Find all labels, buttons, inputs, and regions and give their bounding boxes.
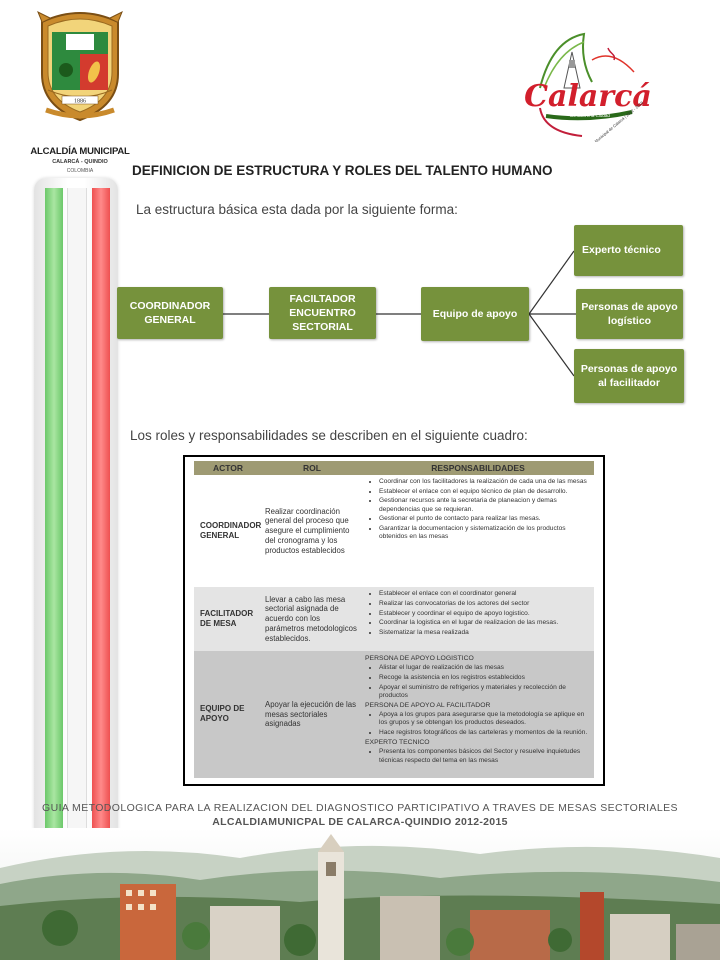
logo-year: 1886 <box>74 99 86 105</box>
calarca-brand-logo: Calarcá De cara a la Ciudad Alcaldía Mun… <box>524 32 652 142</box>
page-title: DEFINICION DE ESTRUCTURA Y ROLES DEL TAL… <box>132 163 553 178</box>
list-item: Realizar las convocatorias de los actore… <box>379 600 591 608</box>
list-item: Establecer el enlace con el equipo técni… <box>379 488 591 496</box>
list-item: Apoya a los grupos para asegurarse que l… <box>379 711 591 727</box>
logo-name: ALCALDÍA MUNICIPAL <box>30 146 130 157</box>
list-item: Gestionar recursos ante la secretaria de… <box>379 497 591 513</box>
flag-stripe-green <box>45 188 63 910</box>
section-heading: PERSONA DE APOYO AL FACILITADOR <box>365 701 491 709</box>
list-item: Establecer y coordinar el equipo de apoy… <box>379 610 591 618</box>
actor-cell: EQUIPO DE APOYO <box>194 650 262 778</box>
roles-table: ACTOR ROL RESPONSABILIDADES COORDINADOR … <box>194 461 594 778</box>
actor-cell: FACILITADOR DE MESA <box>194 587 262 651</box>
list-item: Alistar el lugar de realización de las m… <box>379 664 591 672</box>
list-item: Garantizar la documentacion y sistematiz… <box>379 525 591 541</box>
structure-intro: La estructura básica esta dada por la si… <box>136 202 458 217</box>
section-heading: EXPERTO TECNICO <box>365 738 430 746</box>
org-box-apoyo-logistico: Personas de apoyo logístico <box>576 289 683 339</box>
org-box-experto-tecnico: Experto técnico <box>574 225 683 276</box>
coat-of-arms-icon: 1886 <box>37 10 123 122</box>
footer-guide-title: GUIA METODOLOGICA PARA LA REALIZACION DE… <box>42 802 678 814</box>
flag-stripe-red <box>92 188 110 910</box>
table-row: FACILITADOR DE MESA Llevar a cabo las me… <box>194 587 594 651</box>
alcaldia-logo: 1886 ALCALDÍA MUNICIPAL CALARCÁ - QUINDI… <box>28 8 132 176</box>
list-item: Apoyar el suministro de refrigerios y ma… <box>379 684 591 700</box>
city-panorama-image <box>0 828 720 960</box>
list-item: Gestionar el punto de contacto para real… <box>379 515 591 523</box>
org-box-coordinador: COORDINADOR GENERAL <box>117 287 223 339</box>
responsabilidades-cell: Establecer el enlace con el coordinator … <box>362 587 594 651</box>
rol-cell: Llevar a cabo las mesa sectorial asignad… <box>262 587 362 651</box>
table-header-responsabilidades: RESPONSABILIDADES <box>362 461 594 475</box>
flag-stripe-white <box>67 188 87 910</box>
rol-cell: Realizar coordinación general del proces… <box>262 475 362 588</box>
responsabilidades-cell: Coordinar con los facilitadores la reali… <box>362 475 594 588</box>
rol-cell: Apoyar la ejecución de las mesas sectori… <box>262 650 362 778</box>
org-box-apoyo-facilitador: Personas de apoyo al facilitador <box>574 349 684 403</box>
list-item: Hace registros fotográficos de las carte… <box>379 729 591 737</box>
footer-alcaldia: ALCALDIAMUNICPAL DE CALARCA-QUINDIO 2012… <box>212 816 508 828</box>
list-item: Establecer el enlace con el coordinator … <box>379 590 591 598</box>
roles-intro: Los roles y responsabilidades se describ… <box>130 428 528 443</box>
org-box-facilitador: FACILTADOR ENCUENTRO SECTORIAL <box>269 287 376 339</box>
flag-sidebar <box>34 178 118 920</box>
logo-city: CALARCÁ - QUINDIO <box>52 159 108 165</box>
list-item: Recoge la asistencia en los registros es… <box>379 674 591 682</box>
table-row: COORDINADOR GENERAL Realizar coordinació… <box>194 475 594 588</box>
list-item: Presenta los componentes básicos del Sec… <box>379 748 591 764</box>
list-item: Coordinar con los facilitadores la reali… <box>379 478 591 486</box>
table-row: EQUIPO DE APOYO Apoyar la ejecución de l… <box>194 650 594 778</box>
org-box-equipo-apoyo: Equipo de apoyo <box>421 287 529 341</box>
actor-cell: COORDINADOR GENERAL <box>194 475 262 588</box>
table-header-rol: ROL <box>262 461 362 475</box>
list-item: Coordinar la logistica en el lugar de re… <box>379 619 591 627</box>
roles-table-frame: ACTOR ROL RESPONSABILIDADES COORDINADOR … <box>183 455 605 786</box>
brand-name: Calarcá <box>524 79 652 114</box>
table-header-actor: ACTOR <box>194 461 262 475</box>
section-heading: PERSONA DE APOYO LOGISTICO <box>365 654 474 662</box>
responsabilidades-cell: PERSONA DE APOYO LOGISTICO Alistar el lu… <box>362 650 594 778</box>
logo-country: COLOMBIA <box>66 168 94 174</box>
brand-slogan: De cara a la Ciudad <box>570 113 610 118</box>
table-header-row: ACTOR ROL RESPONSABILIDADES <box>194 461 594 475</box>
list-item: Sistematizar la mesa realizada <box>379 629 591 637</box>
